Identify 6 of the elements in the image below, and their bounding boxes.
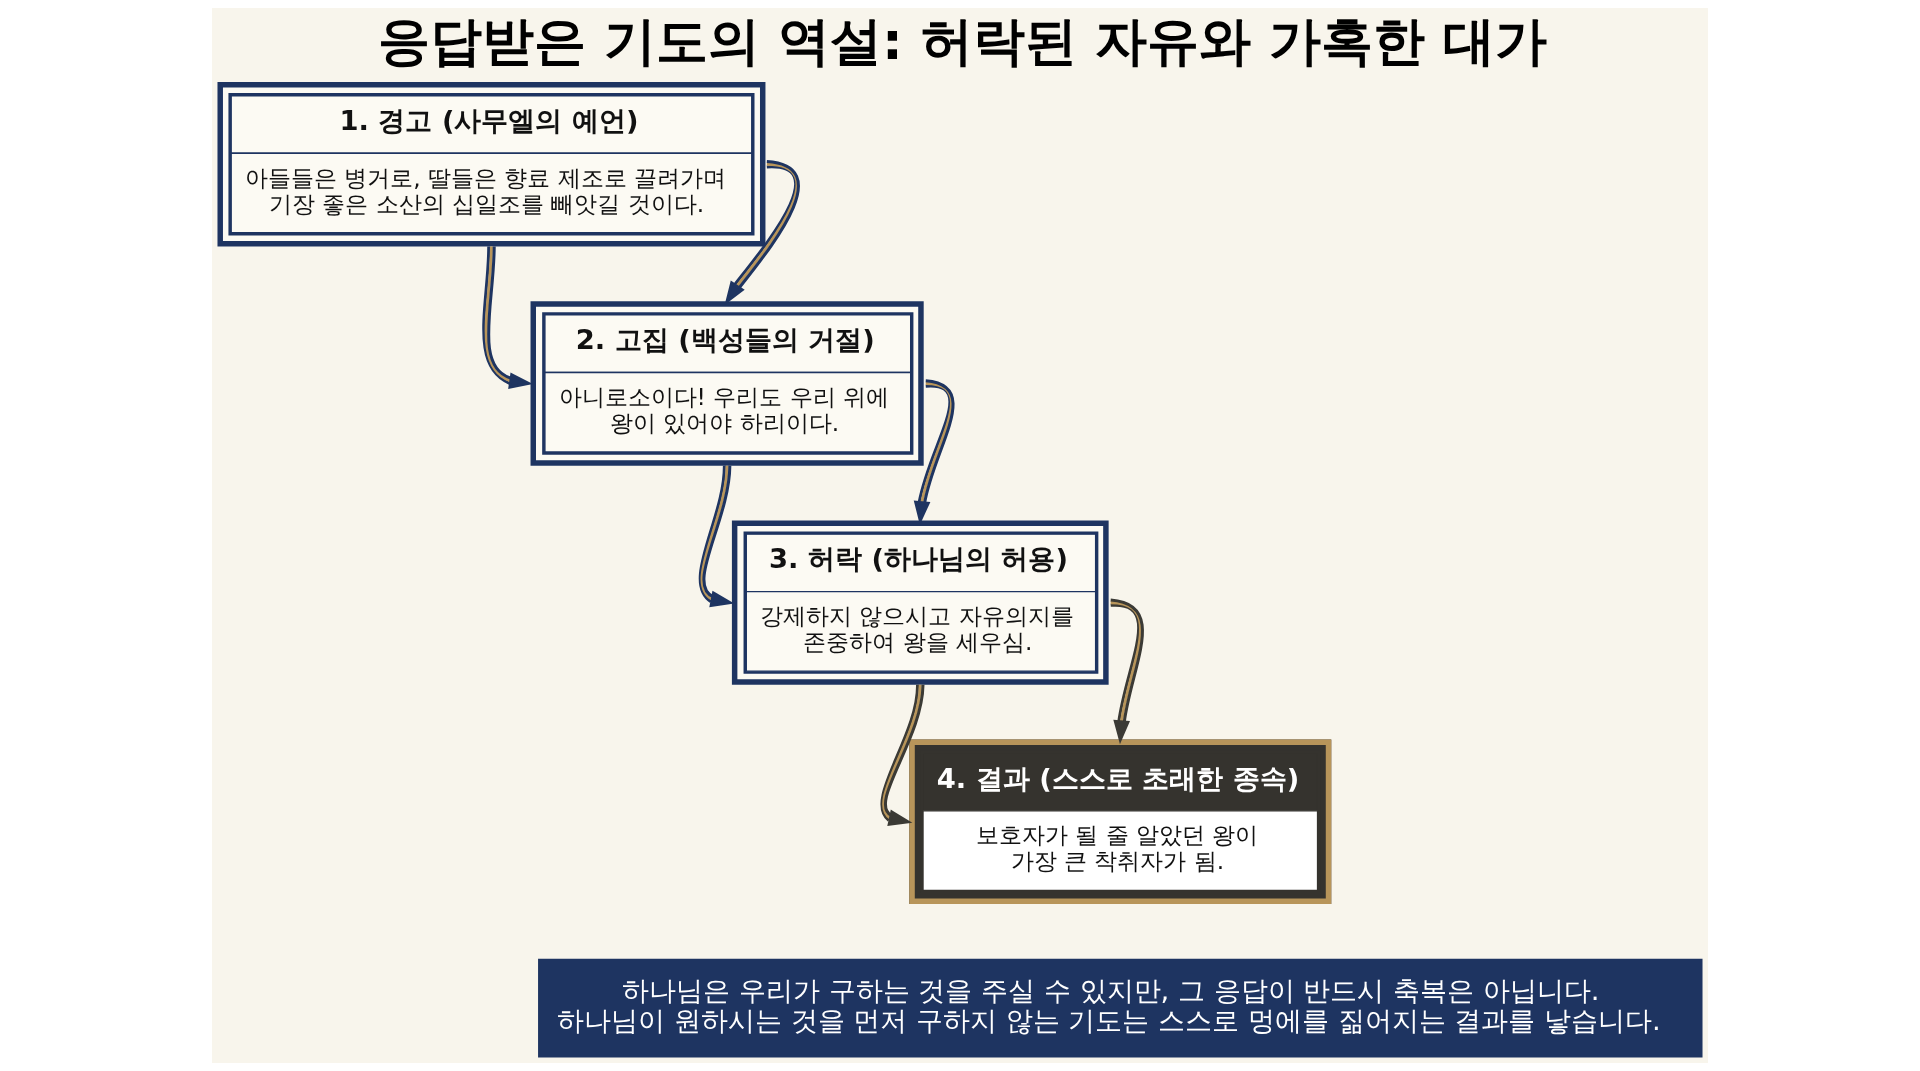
arrow xyxy=(482,246,533,389)
arrow xyxy=(698,465,735,608)
node-box: 하나님은 우리가 구하는 것을 주실 수 있지만, 그 응답이 반드시 축복은 아닙니다. 하나님이 원하시는 것을 먼저 구하지 않는 기도는 스스로 멍에를 짊어지는 결과를 낳습니다. xyxy=(538,958,1703,1058)
arrow xyxy=(880,684,925,826)
arrow xyxy=(1110,598,1144,745)
diagram-title: 응답받은 기도의 역설: 허락된 자유와 가혹한 대가 xyxy=(377,11,1548,72)
